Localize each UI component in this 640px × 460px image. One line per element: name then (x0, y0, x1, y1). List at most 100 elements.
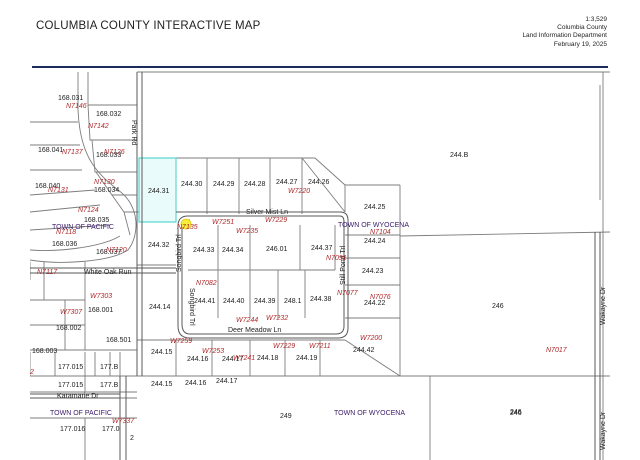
address-label: W7232 (266, 315, 288, 322)
address-label: W7244 (236, 317, 258, 324)
address-label: W7307 (60, 309, 83, 316)
parcel-label: 168.002 (56, 325, 81, 332)
road-label: Songbird Trl (176, 234, 183, 272)
township-label: TOWN OF WYOCENA (338, 222, 409, 229)
parcel-label: 168.041 (38, 147, 63, 154)
parcel-label: 168.036 (52, 241, 77, 248)
township-label: TOWN OF WYOCENA (334, 410, 405, 417)
parcel-label: 168.037 (96, 249, 121, 256)
parcel-label: 244.24 (364, 238, 386, 245)
parcel-label: 244.15 (151, 349, 173, 356)
address-label: N7017 (546, 347, 568, 354)
road-label: Songbird Trl (188, 288, 195, 326)
parcel-label: 244.41 (194, 298, 216, 305)
parcel-map[interactable]: Silver Mist Ln White Oak Run Deer Meadow… (30, 68, 610, 460)
address-label: 2 (30, 369, 34, 376)
parcel-label: 244.42 (353, 347, 375, 354)
road-label: Karamarie Dr (57, 393, 99, 400)
address-label: W7303 (90, 293, 112, 300)
parcel-label: 244.16 (187, 356, 209, 363)
address-label: W7211 (309, 343, 331, 350)
parcel-label: 244.40 (223, 298, 245, 305)
address-label: N7124 (78, 207, 99, 214)
parcel-label: 177.B (100, 364, 119, 371)
address-label: N7091 (326, 255, 347, 262)
address-label: N7137 (62, 149, 84, 156)
address-label: W7241 (233, 355, 255, 362)
address-label: N7142 (88, 123, 109, 130)
parcel-label: 244.26 (308, 179, 330, 186)
parcel-label: 244.17 (216, 378, 238, 385)
parcel-label: 177.015 (58, 364, 83, 371)
address-label: W7200 (360, 335, 382, 342)
parcel-label: 168.032 (96, 111, 121, 118)
parcel-label: 168.034 (94, 187, 119, 194)
parcel-label: 244.32 (148, 242, 170, 249)
county-name: Columbia County (557, 24, 607, 32)
parcel-label: 2 (130, 435, 134, 442)
parcel-label: 177.016 (60, 426, 85, 433)
parcel-label: 244.16 (185, 380, 207, 387)
address-label: W7229 (265, 217, 287, 224)
parcel-label: 244.31 (148, 188, 170, 195)
parcel-label: 177.B (100, 382, 119, 389)
parcel-label: 244.B (450, 152, 469, 159)
parcel-label: 244.28 (244, 181, 266, 188)
address-label: N7135 (177, 224, 198, 231)
address-label: N7077 (337, 290, 359, 297)
parcel-label: 244.23 (362, 268, 384, 275)
address-label: W7220 (288, 188, 310, 195)
address-label: W7253 (202, 348, 224, 355)
township-label: TOWN OF PACIFIC (52, 224, 114, 231)
header-rule (32, 66, 608, 68)
parcel-label: 168.001 (88, 307, 113, 314)
address-label: N7146 (66, 103, 87, 110)
parcel-label: 244.22 (364, 300, 386, 307)
parcel-label: 244.38 (310, 296, 332, 303)
road-label: Deer Meadow Ln (228, 327, 281, 334)
parcel-label: 244.37 (311, 245, 333, 252)
address-label: W7235 (236, 228, 258, 235)
parcel-label: 246 (510, 410, 522, 417)
location-marker-icon[interactable] (180, 218, 192, 230)
road-label: Silver Mist Ln (246, 209, 288, 216)
address-label: N7120 (106, 247, 127, 254)
road-label: Still Pond Trl (340, 245, 347, 285)
township-label: TOWN OF PACIFIC (50, 410, 112, 417)
selected-parcel[interactable] (138, 157, 177, 223)
parcel-label: 244.19 (296, 355, 318, 362)
address-label: W7259 (170, 338, 192, 345)
parcel-label: 244.14 (149, 304, 171, 311)
map-scale: 1:3,529 (585, 16, 607, 23)
parcel-label: 244.15 (151, 381, 173, 388)
address-label: N7104 (370, 229, 391, 236)
parcel-label: 244.17 (222, 356, 244, 363)
parcel-label: 244.33 (193, 247, 215, 254)
department-name: Land Information Department (522, 32, 607, 40)
parcel-label: 168.031 (58, 95, 83, 102)
address-label: N7082 (196, 280, 217, 287)
road-lines (30, 72, 601, 460)
parcel-label: 244.27 (276, 179, 298, 186)
address-label: W7229 (273, 343, 295, 350)
parcel-label: 168.040 (35, 183, 60, 190)
parcel-label: 246.01 (266, 246, 288, 253)
parcel-label: 177.015 (58, 382, 83, 389)
parcel-label: 168.033 (96, 152, 121, 159)
parcel-label: 244.29 (213, 181, 235, 188)
parcel-label: 244.30 (181, 181, 203, 188)
address-label: N7118 (56, 229, 76, 236)
map-viewport[interactable]: Silver Mist Ln White Oak Run Deer Meadow… (30, 68, 610, 460)
parcel-label: 177.0 (102, 426, 120, 433)
road-label: Park Rd (130, 120, 137, 145)
map-date: February 19, 2025 (553, 40, 607, 48)
parcel-label: 244.39 (254, 298, 276, 305)
parcel-label: 246 (510, 409, 522, 416)
address-label: N7126 (104, 149, 125, 156)
parcel-label: 246 (492, 303, 504, 310)
parcel-label: 249 (280, 413, 292, 420)
address-label: N7117 (37, 269, 58, 276)
road-label: Wakayne Dr (600, 286, 607, 325)
parcel-label: 168.003 (32, 348, 57, 355)
address-label: N7130 (94, 179, 115, 186)
